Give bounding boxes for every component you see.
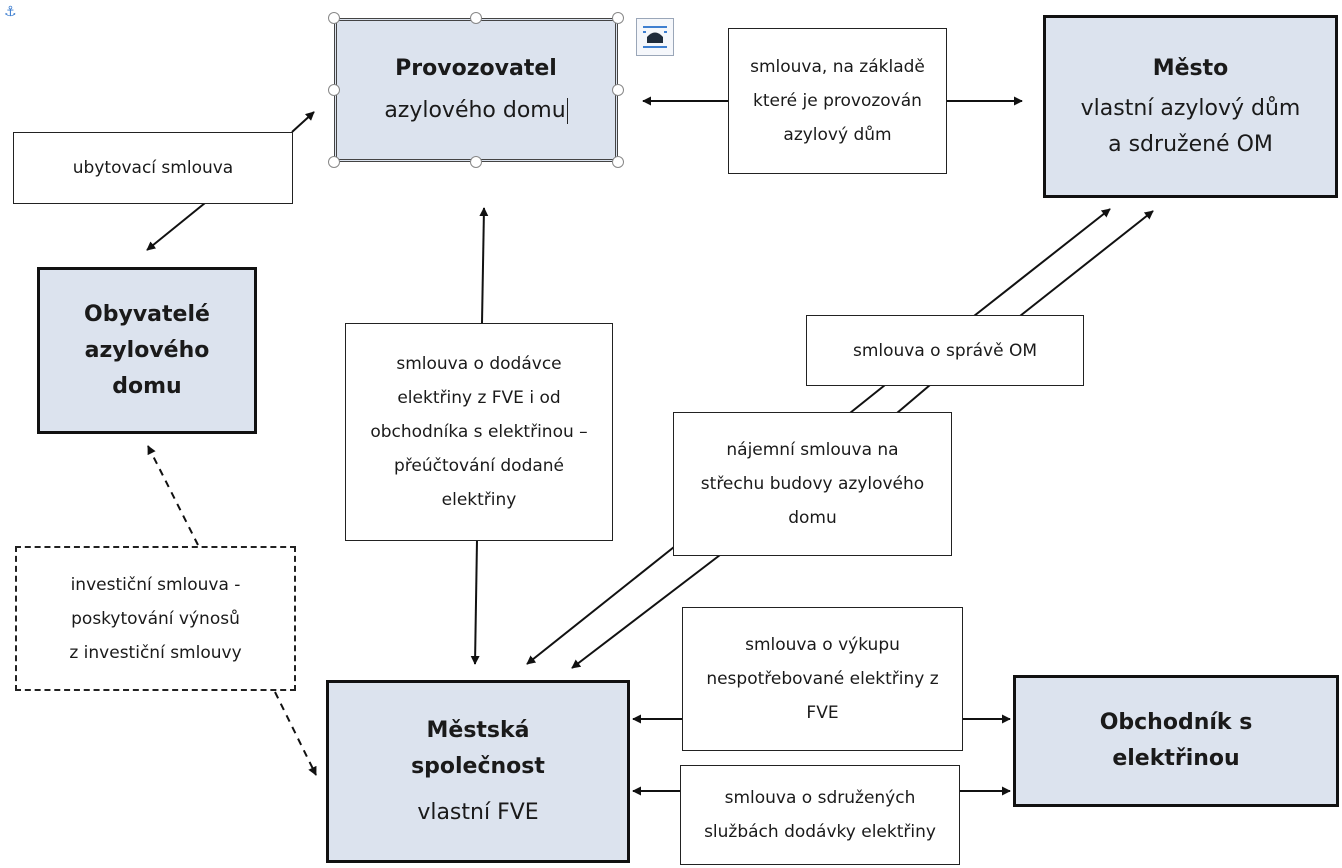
contract-vykup-line-1: smlouva o výkupu: [745, 635, 900, 655]
contract-najemni-line-2: střechu budovy azylového: [700, 474, 925, 494]
contract-najemni-line-1: nájemní smlouva na: [726, 440, 899, 460]
mesto-title: Město: [1152, 55, 1229, 81]
contract-provoz-line-3: azylový dům: [783, 125, 892, 145]
entity-provozovatel[interactable]: Provozovatel azylového domu: [334, 18, 618, 162]
contract-dodavka-line-1: smlouva o dodávce: [396, 354, 562, 374]
mestska-spolecnost-subtitle: vlastní FVE: [417, 799, 539, 825]
arrow-mid-2: [896, 384, 931, 414]
resize-handle-se[interactable]: [612, 156, 624, 168]
contract-vykup[interactable]: smlouva o výkupu nespotřebované elektřin…: [682, 607, 963, 751]
arrow-dodavka-up: [479, 207, 489, 324]
text-cursor: [566, 98, 568, 124]
contract-sdruzene[interactable]: smlouva o sdružených službách dodávky el…: [680, 765, 960, 865]
resize-handle-s[interactable]: [470, 156, 482, 168]
arrow-sprava-1: [973, 208, 1111, 317]
contract-najemni[interactable]: nájemní smlouva na střechu budovy azylov…: [673, 412, 952, 556]
mesto-subtitle-1: vlastní azylový dům: [1080, 95, 1301, 121]
contract-investicni-line-2: poskytování výnosů: [71, 608, 240, 629]
arrow-ubytovaci-down: [146, 202, 206, 251]
resize-handle-nw[interactable]: [328, 12, 340, 24]
obyvatele-line-3: domu: [112, 373, 182, 399]
contract-ubytovaci-line-1: ubytovací smlouva: [72, 158, 234, 178]
entity-mesto[interactable]: Město vlastní azylový dům a sdružené OM: [1043, 15, 1338, 198]
contract-sdruzene-line-1: smlouva o sdružených: [724, 788, 916, 808]
resize-handle-sw[interactable]: [328, 156, 340, 168]
contract-vykup-line-2: nespotřebované elektřiny z: [706, 669, 939, 689]
arrow-investicni-up: [147, 445, 199, 546]
mesto-subtitle-2: a sdružené OM: [1108, 131, 1273, 157]
contract-provoz-line-1: smlouva, na základě: [750, 57, 925, 77]
arrow-dodavka-down: [470, 539, 480, 665]
contract-investicni-line-1: investiční smlouva -: [70, 574, 241, 595]
obchodnik-line-2: elektřinou: [1112, 746, 1240, 771]
contract-sprava-om[interactable]: smlouva o správě OM: [806, 315, 1084, 386]
mestska-spolecnost-title-1: Městská: [426, 717, 530, 743]
obyvatele-line-1: Obyvatelé: [84, 301, 210, 327]
arrow-ubytovaci-up: [291, 111, 315, 133]
obchodnik-line-1: Obchodník s: [1099, 710, 1253, 735]
contract-dodavka-line-5: elektřiny: [441, 490, 517, 510]
contract-provoz[interactable]: smlouva, na základě které je provozován …: [728, 28, 947, 174]
contract-sprava-om-line-1: smlouva o správě OM: [852, 340, 1038, 361]
resize-handle-w[interactable]: [328, 84, 340, 96]
resize-handle-ne[interactable]: [612, 12, 624, 24]
layout-options-icon[interactable]: [636, 18, 674, 56]
contract-sdruzene-line-2: službách dodávky elektřiny: [704, 822, 936, 842]
contract-dodavka-line-3: obchodníka s elektřinou –: [370, 422, 588, 442]
contract-dodavka[interactable]: smlouva o dodávce elektřiny z FVE i od o…: [345, 323, 613, 541]
anchor-icon[interactable]: ⚓: [4, 4, 17, 20]
contract-dodavka-line-4: přeúčtování dodané: [393, 456, 565, 476]
contract-vykup-line-3: FVE: [806, 703, 839, 723]
entity-mestska-spolecnost[interactable]: Městská společnost vlastní FVE: [326, 680, 630, 863]
contract-provoz-line-2: které je provozován: [753, 91, 922, 111]
arrow-mid-1: [849, 384, 886, 414]
arrow-sprava-2: [1019, 210, 1154, 317]
contract-najemni-line-3: domu: [788, 508, 837, 528]
mestska-spolecnost-title-2: společnost: [411, 753, 545, 779]
layout-options-glyph: [643, 26, 667, 48]
contract-dodavka-line-2: elektřiny z FVE i od: [397, 388, 561, 408]
arrow-najemni-1: [526, 546, 675, 665]
obyvatele-line-2: azylového: [84, 337, 210, 363]
resize-handle-e[interactable]: [612, 84, 624, 96]
provozovatel-title: Provozovatel: [395, 56, 557, 81]
entity-obchodnik[interactable]: Obchodník s elektřinou: [1013, 675, 1339, 807]
contract-investicni-line-3: z investiční smlouvy: [69, 642, 242, 663]
contract-ubytovaci[interactable]: ubytovací smlouva: [13, 132, 293, 204]
arrow-investicni-down: [274, 691, 317, 776]
entity-obyvatele[interactable]: Obyvatelé azylového domu: [37, 267, 257, 434]
provozovatel-subtitle[interactable]: azylového domu: [384, 98, 568, 124]
resize-handle-n[interactable]: [470, 12, 482, 24]
contract-investicni[interactable]: investiční smlouva - poskytování výnosů …: [15, 546, 296, 691]
arrow-najemni-2: [571, 554, 721, 669]
